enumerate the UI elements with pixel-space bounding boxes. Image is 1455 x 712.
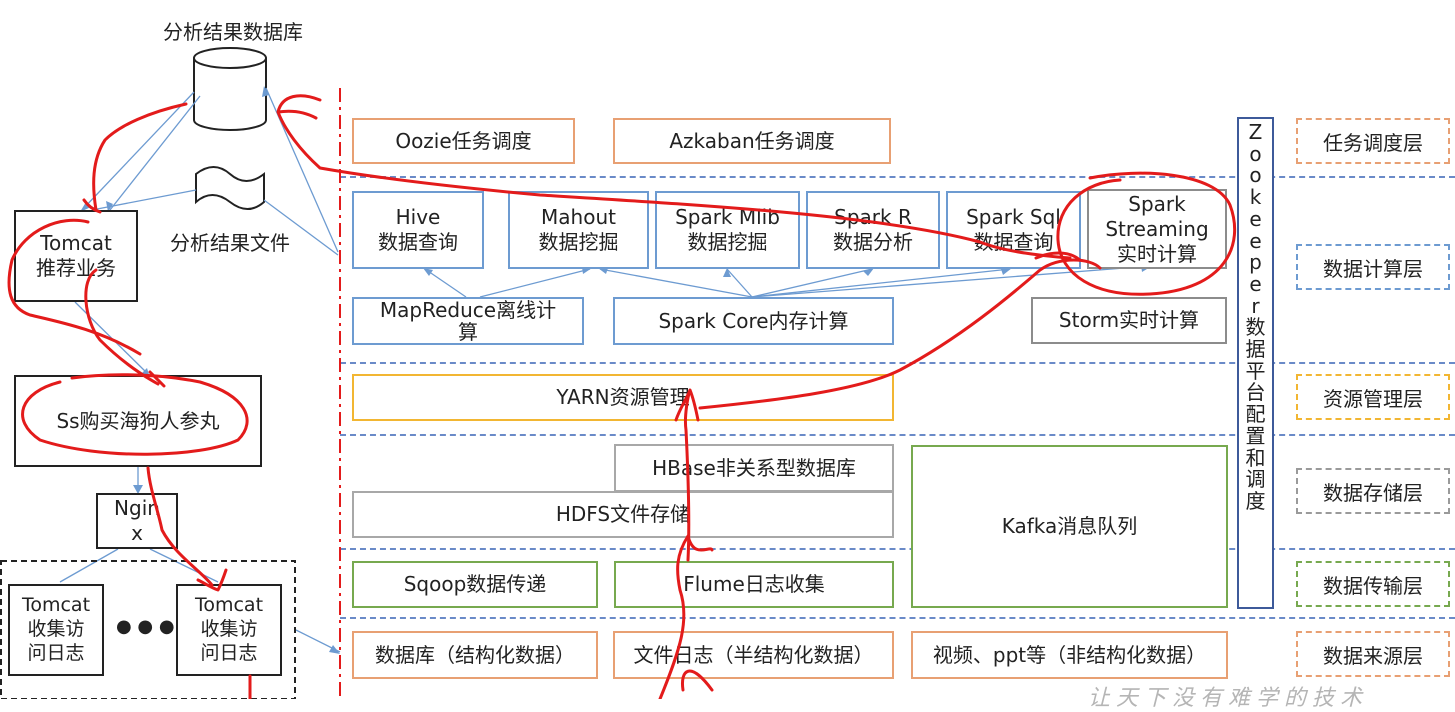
- zookeeper-char: e: [1249, 228, 1262, 253]
- kafka-box: Kafka消息队列: [911, 445, 1228, 608]
- spark-r-label: Spark R 数据分析: [833, 205, 913, 254]
- layer-source-label: 数据来源层: [1323, 643, 1423, 668]
- zookeeper-char: 台: [1245, 380, 1266, 405]
- file-icon: [195, 166, 265, 210]
- mahout-label: Mahout 数据挖掘: [538, 205, 619, 254]
- watermark: 让天下没有难学的技术: [1088, 686, 1369, 711]
- spark-r-box: Spark R 数据分析: [806, 191, 940, 269]
- source-db-label: 数据库（结构化数据）: [375, 642, 575, 667]
- zookeeper-char: 和: [1245, 445, 1266, 470]
- layer-source: 数据来源层: [1296, 631, 1450, 677]
- zookeeper-char: 配: [1245, 402, 1266, 427]
- layer-storage-label: 数据存储层: [1323, 480, 1423, 505]
- layer-resource: 资源管理层: [1296, 374, 1450, 420]
- shop-box: Ss购买海狗人参丸: [14, 375, 262, 467]
- separator-line: [340, 617, 1455, 619]
- storm-box: Storm实时计算: [1031, 297, 1227, 344]
- yarn-box: YARN资源管理: [352, 374, 894, 421]
- spark-sql-label: Spark Sql 数据查询: [966, 205, 1061, 254]
- tomcat-log-box-2: Tomcat 收集访 问日志: [176, 584, 282, 676]
- spark-mlib-box: Spark Mlib 数据挖掘: [655, 191, 800, 269]
- spark-mlib-label: Spark Mlib 数据挖掘: [675, 205, 780, 254]
- zookeeper-char: 调: [1245, 467, 1266, 492]
- zookeeper-char: 数: [1245, 315, 1266, 340]
- source-log-box: 文件日志（半结构化数据）: [613, 631, 894, 679]
- zookeeper-char: e: [1249, 271, 1262, 296]
- hive-box: Hive 数据查询: [352, 191, 484, 269]
- zookeeper-char: r: [1251, 293, 1260, 318]
- hive-label: Hive 数据查询: [378, 205, 458, 254]
- azkaban-box: Azkaban任务调度: [613, 118, 891, 164]
- hdfs-box: HDFS文件存储: [352, 491, 894, 538]
- mapreduce-label: MapReduce离线计 算: [379, 298, 557, 344]
- layer-task: 任务调度层: [1296, 118, 1450, 164]
- zookeeper-char: 据: [1245, 337, 1266, 362]
- hdfs-label: HDFS文件存储: [555, 502, 691, 526]
- tomcat-log-box-1: Tomcat 收集访 问日志: [8, 584, 104, 676]
- layer-transfer-label: 数据传输层: [1323, 573, 1423, 598]
- spark-sql-box: Spark Sql 数据查询: [946, 191, 1081, 269]
- oozie-label: Oozie任务调度: [395, 128, 532, 153]
- zookeeper-char: e: [1249, 206, 1262, 231]
- separator-line: [340, 362, 1455, 364]
- source-video-box: 视频、ppt等（非结构化数据）: [911, 631, 1228, 679]
- hbase-label: HBase非关系型数据库: [652, 455, 856, 480]
- mahout-box: Mahout 数据挖掘: [508, 191, 649, 269]
- source-db-box: 数据库（结构化数据）: [352, 631, 598, 679]
- oozie-box: Oozie任务调度: [352, 118, 575, 164]
- yarn-label: YARN资源管理: [556, 385, 690, 409]
- result-db-label: 分析结果数据库: [163, 20, 303, 44]
- tomcat-log-label-1: Tomcat 收集访 问日志: [21, 594, 91, 664]
- tomcat-log-label-2: Tomcat 收集访 问日志: [194, 594, 264, 664]
- tomcat-recommend-label: Tomcat 推荐业务: [36, 231, 116, 280]
- layer-task-label: 任务调度层: [1323, 130, 1423, 155]
- ellipsis-dots: ● ● ●: [116, 616, 175, 637]
- result-file-label: 分析结果文件: [170, 231, 290, 255]
- separator-line: [340, 548, 1455, 550]
- zookeeper-char: o: [1249, 141, 1262, 166]
- zookeeper-char: k: [1249, 185, 1262, 210]
- spark-core-box: Spark Core内存计算: [613, 297, 894, 345]
- layer-compute: 数据计算层: [1296, 244, 1450, 290]
- zookeeper-char: 度: [1245, 488, 1266, 513]
- spark-core-label: Spark Core内存计算: [658, 308, 849, 333]
- storm-label: Storm实时计算: [1058, 308, 1200, 332]
- tomcat-recommend-box: Tomcat 推荐业务: [14, 210, 138, 302]
- mapreduce-box: MapReduce离线计 算: [352, 297, 584, 345]
- flume-label: Flume日志收集: [683, 572, 825, 596]
- sqoop-label: Sqoop数据传递: [403, 572, 547, 596]
- zookeeper-char: 平: [1245, 358, 1266, 383]
- source-log-label: 文件日志（半结构化数据）: [633, 642, 874, 667]
- zookeeper-char: o: [1249, 163, 1262, 188]
- shop-label: Ss购买海狗人参丸: [56, 408, 220, 433]
- source-video-label: 视频、ppt等（非结构化数据）: [932, 642, 1207, 667]
- layer-resource-label: 资源管理层: [1323, 386, 1423, 411]
- spark-streaming-box: Spark Streaming 实时计算: [1087, 189, 1227, 269]
- sqoop-box: Sqoop数据传递: [352, 561, 598, 608]
- separator-line: [340, 434, 1455, 436]
- zookeeper-char: Z: [1248, 120, 1263, 144]
- flume-box: Flume日志收集: [614, 561, 894, 608]
- separator-line: [340, 176, 1455, 178]
- database-icon: [193, 47, 267, 131]
- layer-storage: 数据存储层: [1296, 468, 1450, 514]
- zookeeper-char: p: [1249, 250, 1262, 275]
- nginx-label: Ngin x: [114, 496, 160, 545]
- nginx-box: Ngin x: [96, 493, 178, 549]
- kafka-label: Kafka消息队列: [1001, 514, 1138, 538]
- zookeeper-char: 置: [1245, 423, 1266, 448]
- spark-streaming-label: Spark Streaming 实时计算: [1105, 191, 1209, 266]
- hbase-box: HBase非关系型数据库: [614, 444, 894, 492]
- azkaban-label: Azkaban任务调度: [669, 128, 835, 153]
- layer-compute-label: 数据计算层: [1323, 256, 1423, 281]
- layer-transfer: 数据传输层: [1296, 561, 1450, 607]
